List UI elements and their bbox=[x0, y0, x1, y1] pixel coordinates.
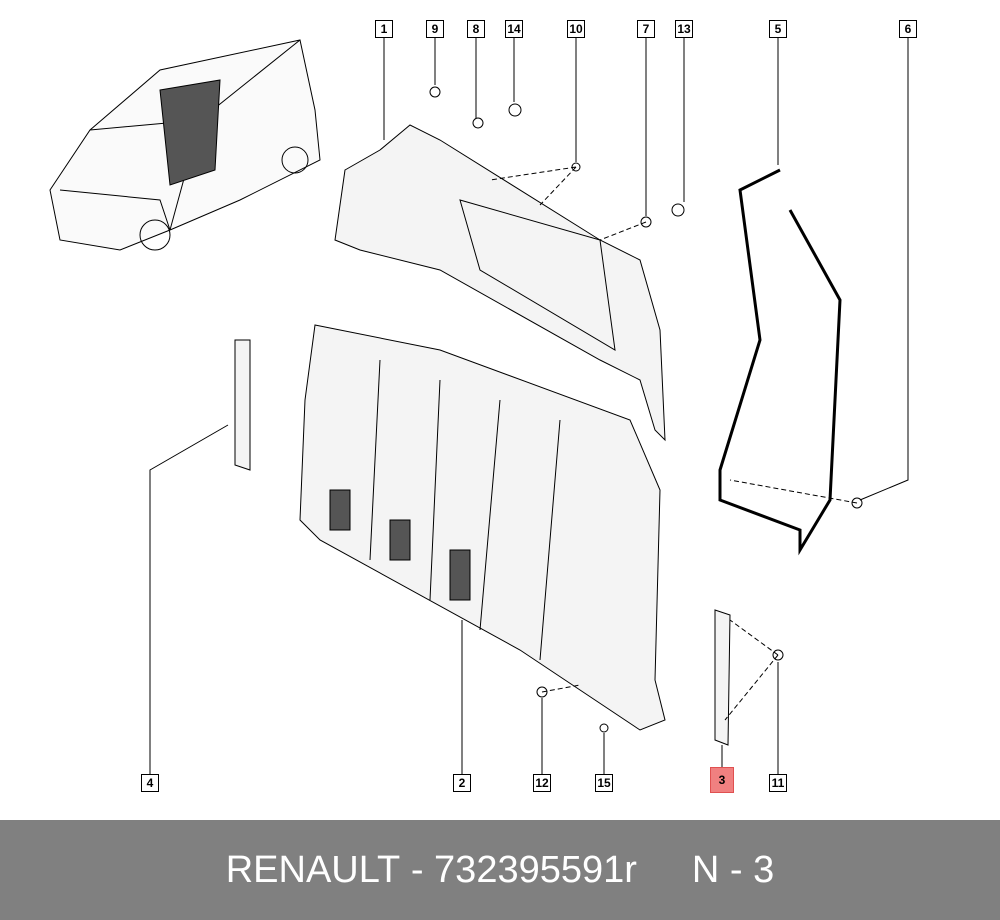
callout-14[interactable]: 14 bbox=[505, 20, 523, 38]
callout-9[interactable]: 9 bbox=[426, 20, 444, 38]
callout-2[interactable]: 2 bbox=[453, 774, 471, 792]
callout-7[interactable]: 7 bbox=[637, 20, 655, 38]
callout-4[interactable]: 4 bbox=[141, 774, 159, 792]
separator: - bbox=[400, 848, 435, 891]
lower-panel-part-2 bbox=[299, 324, 666, 731]
leader-lines bbox=[149, 37, 909, 775]
callout-12[interactable]: 12 bbox=[533, 774, 551, 792]
bracket-part-3 bbox=[714, 609, 731, 746]
callout-10[interactable]: 10 bbox=[567, 20, 585, 38]
position-label: N - 3 bbox=[691, 848, 775, 891]
brand: RENAULT bbox=[225, 848, 401, 891]
callout-8[interactable]: 8 bbox=[467, 20, 485, 38]
vehicle-thumbnail bbox=[49, 39, 321, 251]
callout-3-highlighted[interactable]: 3 bbox=[710, 767, 734, 793]
callout-6[interactable]: 6 bbox=[899, 20, 917, 38]
part-number: 732395591r bbox=[434, 848, 637, 891]
frame-part-5 bbox=[718, 168, 842, 556]
callout-15[interactable]: 15 bbox=[595, 774, 613, 792]
bracket-part-4 bbox=[234, 339, 251, 471]
callout-13[interactable]: 13 bbox=[675, 20, 693, 38]
parts-diagram bbox=[49, 37, 909, 775]
footer-part-caption: RENAULT - 732395591r N - 3 bbox=[0, 820, 1000, 920]
callout-5[interactable]: 5 bbox=[769, 20, 787, 38]
upper-panel-part-1 bbox=[334, 124, 666, 442]
callout-11[interactable]: 11 bbox=[769, 774, 787, 792]
callout-1[interactable]: 1 bbox=[375, 20, 393, 38]
